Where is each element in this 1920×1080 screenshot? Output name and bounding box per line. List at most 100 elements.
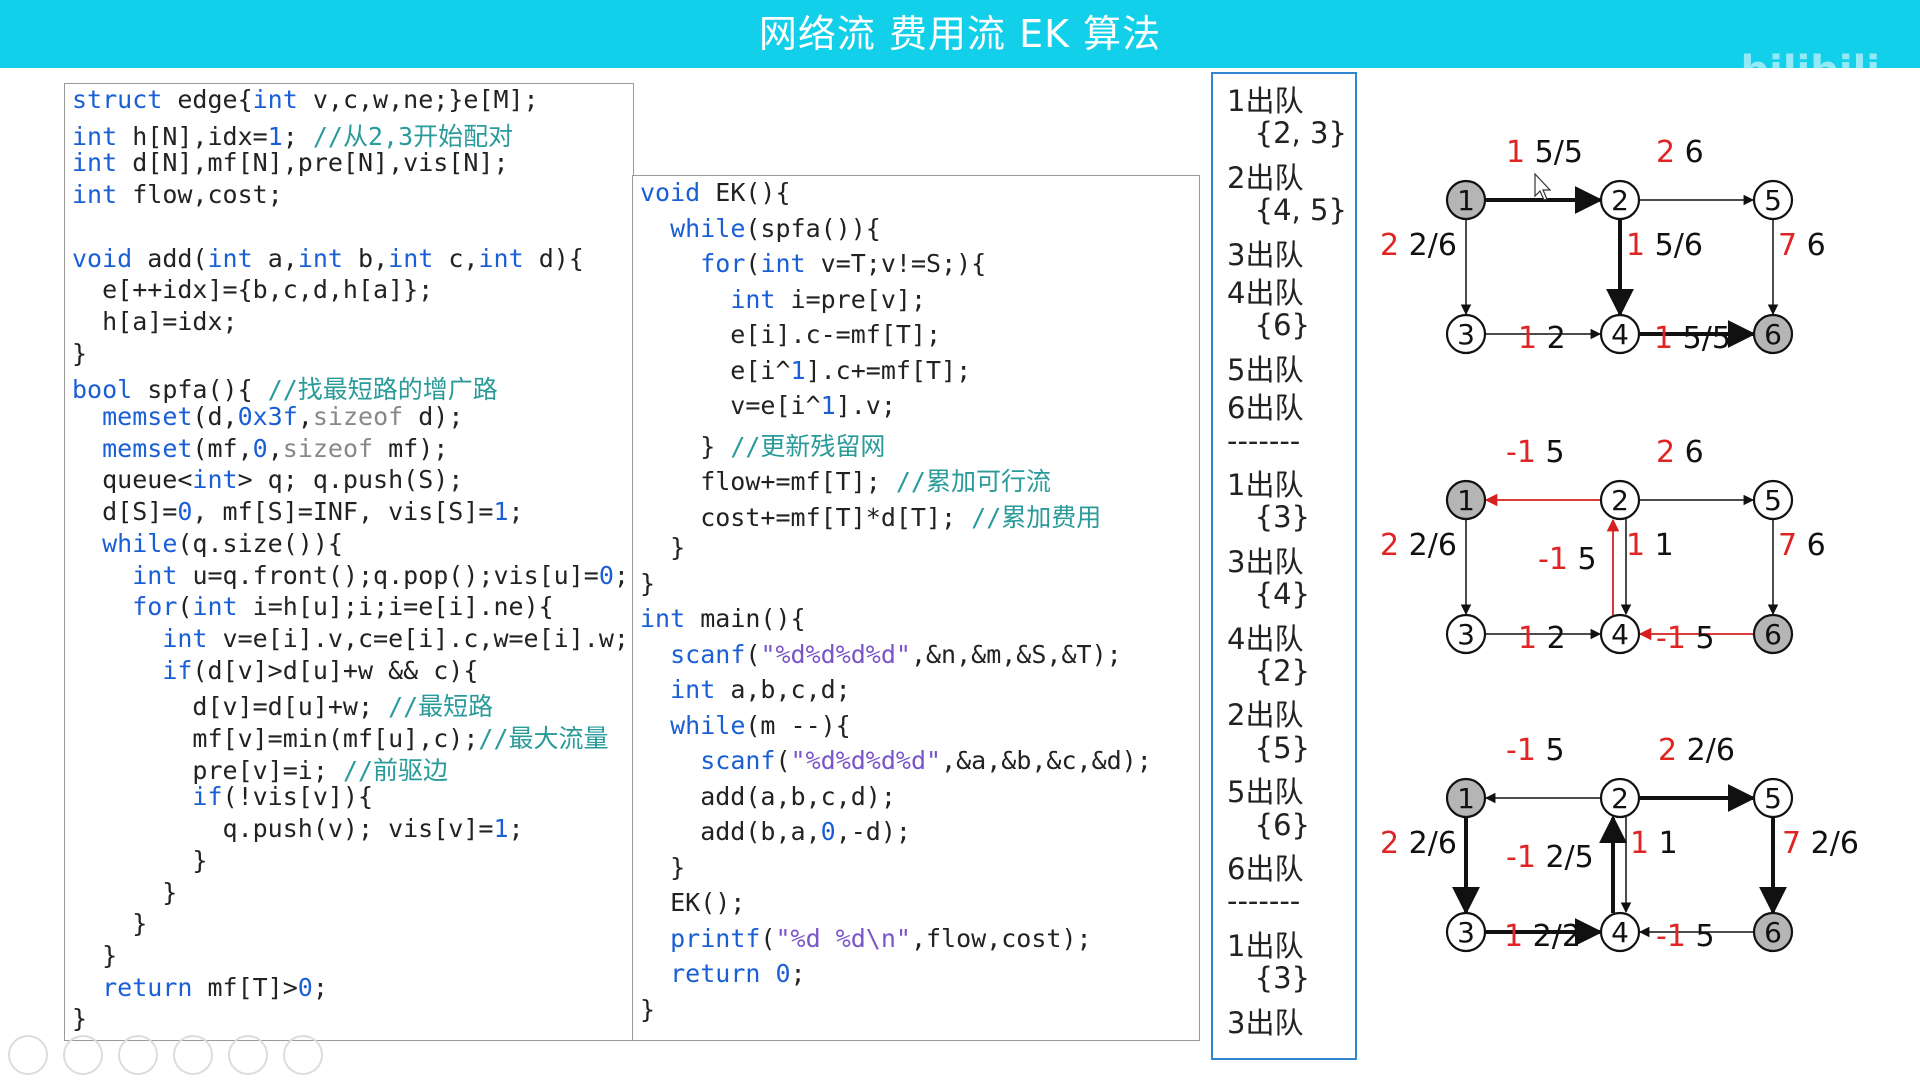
code-line: while(spfa()){ xyxy=(640,214,881,243)
code-token: scanf xyxy=(700,746,776,775)
code-line: add(b,a,0,-d); xyxy=(640,817,911,846)
code-token: for xyxy=(700,249,746,278)
page-icon[interactable] xyxy=(173,1035,214,1075)
edge-label: 1 2 xyxy=(1518,621,1566,656)
code-line: cost+=mf[T]*d[T]; //累加费用 xyxy=(640,498,1101,534)
edge-cost: -1 xyxy=(1506,435,1536,470)
edge-cost: 2 xyxy=(1380,228,1399,263)
code-token: ; xyxy=(312,972,328,1002)
code-line: while(q.size()){ xyxy=(72,529,343,558)
code-token: int xyxy=(192,465,238,495)
queue-entry: {5} xyxy=(1227,730,1311,765)
edge-cost: -1 xyxy=(1538,542,1568,577)
code-token: d[N],mf[N],pre[N],vis[N]; xyxy=(132,148,509,178)
edge-flow-capacity: 6 xyxy=(1675,135,1704,170)
edge-cost: 1 xyxy=(1518,321,1537,356)
edge-cost: 2 xyxy=(1656,135,1675,170)
edge-flow-capacity: 2 xyxy=(1537,321,1566,356)
graph-node xyxy=(1752,313,1794,355)
code-line: if(!vis[v]){ xyxy=(72,782,373,811)
code-token: 1 xyxy=(267,121,283,151)
code-token: ].v; xyxy=(835,391,896,420)
code-line: EK(); xyxy=(640,888,745,917)
node-label: 1 xyxy=(1457,184,1475,217)
queue-separator: ------- xyxy=(1227,423,1301,458)
code-line: int v=e[i].v,c=e[i].c,w=e[i].w; xyxy=(72,624,629,653)
code-token: int xyxy=(760,249,821,278)
code-token: struct xyxy=(72,85,178,114)
edge-label: -1 5 xyxy=(1506,733,1565,768)
queue-entry: {6} xyxy=(1227,308,1311,343)
code-token: ( xyxy=(745,249,761,278)
code-token: ; xyxy=(282,121,313,151)
code-line: queue<int> q; q.push(S); xyxy=(72,465,463,494)
code-token: int xyxy=(478,243,539,273)
queue-entry: 1出队 xyxy=(1227,928,1304,963)
edge-cost: 2 xyxy=(1658,733,1677,768)
code-token: flow+=mf[T]; xyxy=(640,467,896,496)
code-token: 1 xyxy=(820,391,836,420)
code-token: int xyxy=(207,243,268,273)
code-token: add(a,b,c,d); xyxy=(640,781,896,811)
code-token: 0 xyxy=(252,433,268,463)
code-token: "%d%d%d%d" xyxy=(790,746,942,775)
code-line: for(int v=T;v!=S;){ xyxy=(640,249,986,278)
code-line: } xyxy=(72,909,147,938)
code-token: //累加可行流 xyxy=(895,467,1051,496)
code-token: sizeof xyxy=(312,402,404,431)
code-token: if xyxy=(162,655,193,685)
code-line: } xyxy=(640,853,685,882)
edge-cost: 2 xyxy=(1380,826,1399,861)
edge-cost: 1 xyxy=(1518,621,1537,656)
code-token: v=e[i^ xyxy=(640,391,821,420)
node-label: 5 xyxy=(1764,184,1782,217)
node-label: 2 xyxy=(1611,782,1629,815)
graph-node xyxy=(1445,179,1487,221)
code-token: } xyxy=(640,852,686,882)
code-token: mf[T]> xyxy=(207,972,298,1002)
edge-label: 7 6 xyxy=(1778,528,1826,563)
mouse-cursor-icon xyxy=(1534,172,1552,201)
code-token: } xyxy=(72,877,178,907)
more-icon[interactable] xyxy=(283,1035,324,1075)
code-token: i=pre[v]; xyxy=(790,284,926,314)
code-line: return 0; xyxy=(640,959,805,988)
bilibili-watermark: bilibili xyxy=(1740,48,1880,94)
code-token: u=q.front();q.pop();vis[u]= xyxy=(192,560,599,590)
code-token: (!vis[v]){ xyxy=(222,782,374,812)
node-label: 3 xyxy=(1457,618,1475,651)
code-token: //前驱边 xyxy=(342,755,449,785)
code-token: return xyxy=(102,972,208,1002)
code-token: int xyxy=(670,675,731,704)
code-line: memset(mf,0,sizeof mf); xyxy=(72,434,448,463)
code-line: int main(){ xyxy=(640,604,806,633)
prev-icon[interactable] xyxy=(8,1035,48,1075)
zoom-icon[interactable] xyxy=(228,1035,269,1075)
code-token: mf); xyxy=(373,433,449,463)
next-icon[interactable] xyxy=(63,1035,104,1075)
code-line: void add(int a,int b,int c,int d){ xyxy=(72,244,584,273)
code-line: int d[N],mf[N],pre[N],vis[N]; xyxy=(72,148,509,177)
code-token: 0 xyxy=(775,959,791,988)
code-line: int h[N],idx=1; //从2,3开始配对 xyxy=(72,117,513,153)
code-line: printf("%d %d\n",flow,cost); xyxy=(640,924,1091,953)
queue-entry: 5出队 xyxy=(1227,352,1304,387)
queue-entry: 1出队 xyxy=(1227,84,1304,118)
pen-icon[interactable] xyxy=(118,1035,159,1075)
edge-cost: 2 xyxy=(1656,435,1675,470)
code-token: int xyxy=(72,121,133,151)
code-token: main(){ xyxy=(700,604,806,633)
node-label: 1 xyxy=(1457,782,1475,815)
code-token: edge{ xyxy=(177,85,253,114)
code-token: //更新残留网 xyxy=(730,431,886,461)
edge-label: 1 1 xyxy=(1626,528,1674,563)
code-token: e[++idx]={b,c,d,h[a]}; xyxy=(72,275,434,305)
code-line: q.push(v); vis[v]=1; xyxy=(72,814,524,843)
code-token: q.push(v); vis[v]= xyxy=(72,814,494,844)
edge-label: 1 5/5 xyxy=(1654,321,1731,356)
edge-cost: 7 xyxy=(1782,826,1801,861)
edge-flow-capacity: 5 xyxy=(1686,621,1715,656)
code-token: ; xyxy=(508,497,524,527)
code-token: void xyxy=(640,178,716,207)
